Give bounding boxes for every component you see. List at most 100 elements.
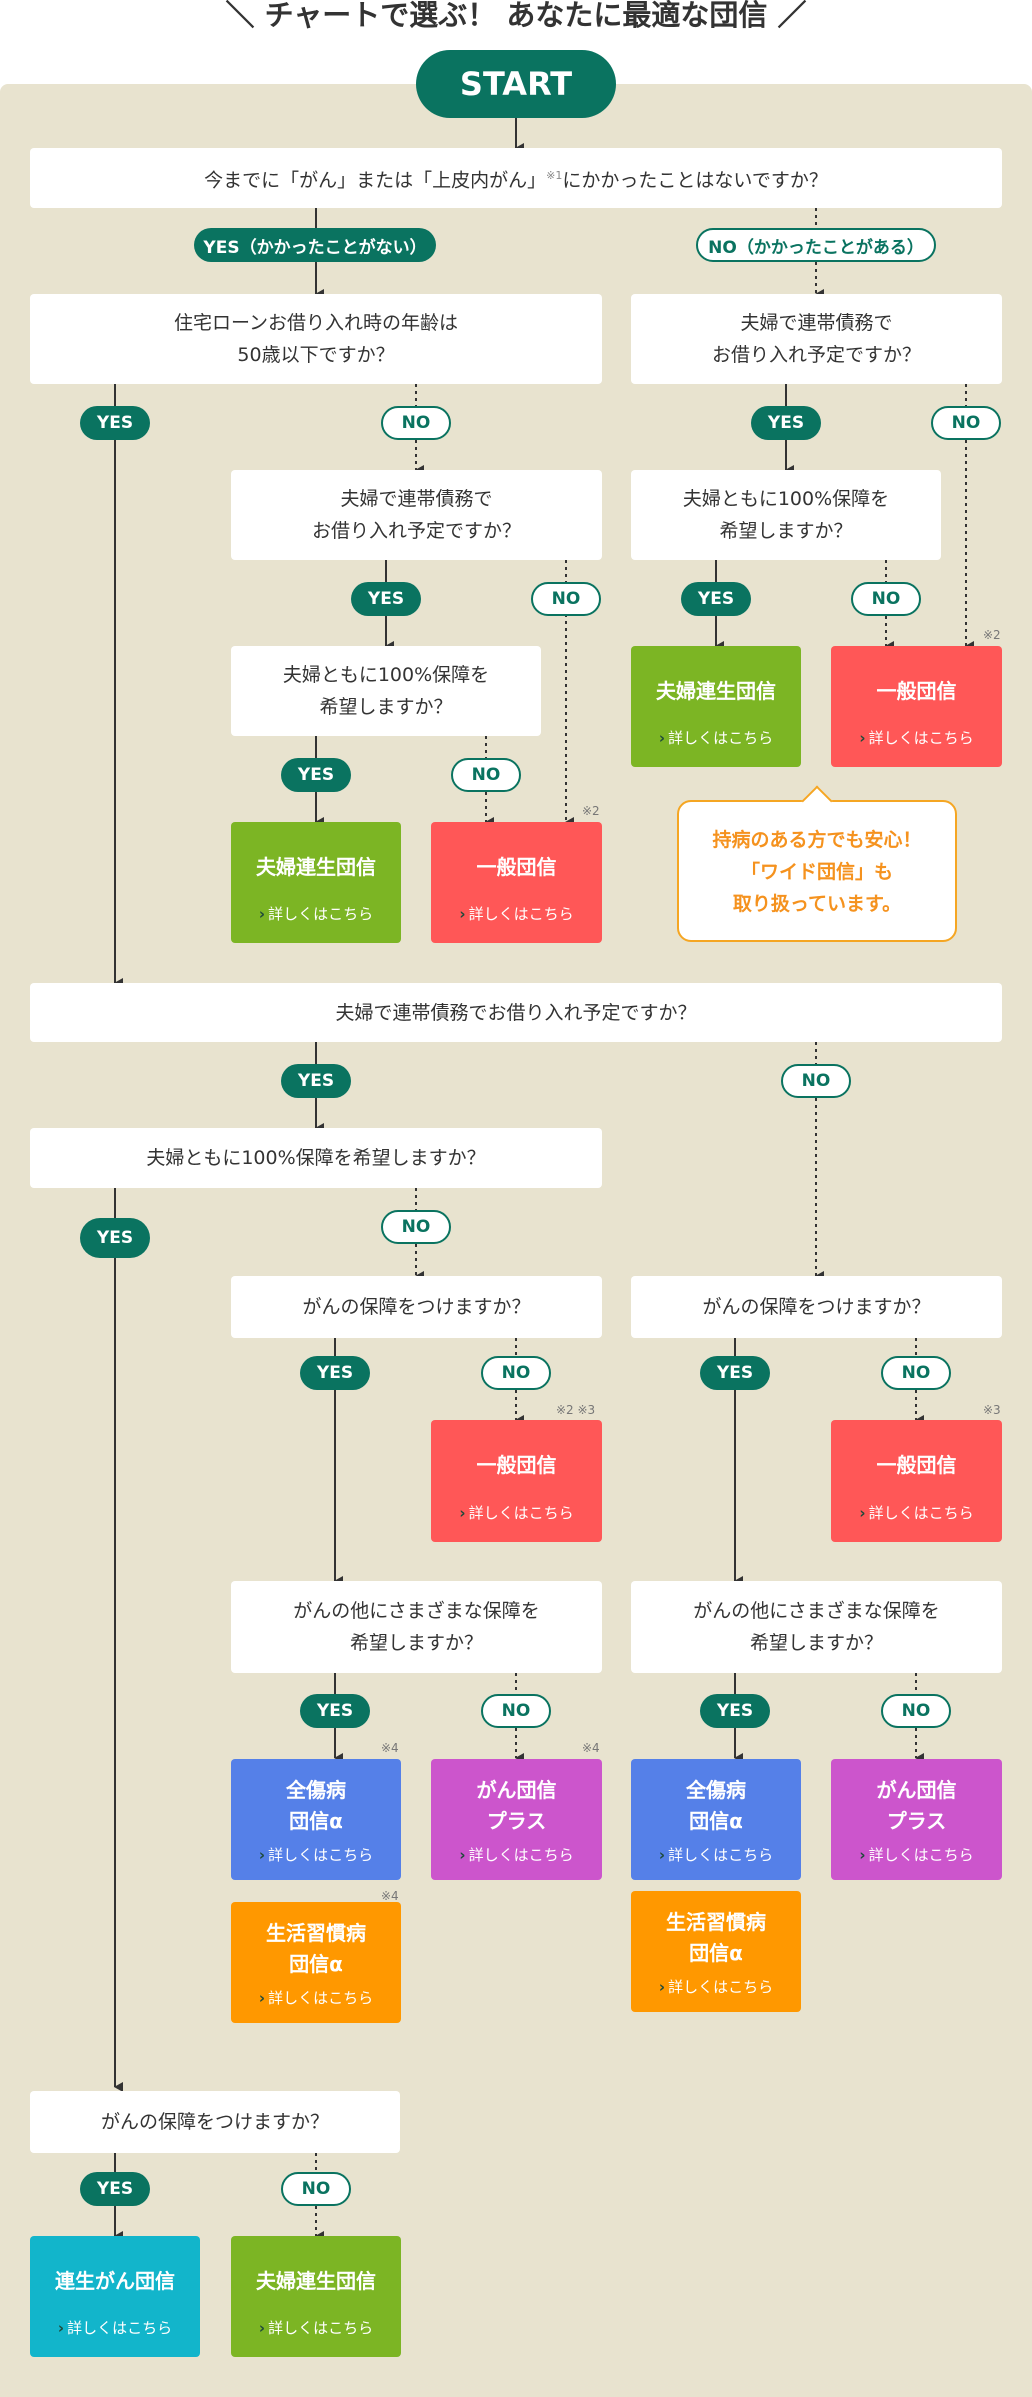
question-other-coverage: がんの他にさまざまな保障を 希望しますか？ (231, 1581, 602, 1673)
yes-label: YES (681, 582, 751, 616)
result-title: 連生がん団信 (55, 2269, 175, 2293)
details-link[interactable]: ›詳しくはこちら (258, 1989, 374, 2007)
no-label: NO (381, 406, 451, 440)
start-node: START (416, 50, 616, 118)
chevron-right-icon: › (258, 2319, 266, 2337)
details-link[interactable]: ›詳しくはこちら (859, 729, 974, 747)
chevron-right-icon: › (258, 905, 266, 923)
result-seikatsu-alpha[interactable]: 生活習慣病 団信α ›詳しくはこちら (631, 1891, 801, 2012)
yes-label: YES (281, 758, 351, 792)
details-link[interactable]: ›詳しくはこちら (658, 1846, 774, 1864)
question-full-coverage: 夫婦ともに100%保障を 希望しますか？ (631, 470, 941, 560)
footnote-mark: ※1 (546, 168, 563, 182)
yes-label: YES (281, 1064, 351, 1098)
details-link[interactable]: ›詳しくはこちら (859, 1504, 974, 1522)
footnote-mark: ※4 (381, 1741, 399, 1755)
result-title: 生活習慣病 団信α (666, 1910, 766, 1965)
details-link[interactable]: ›詳しくはこちら (258, 905, 374, 923)
result-title: 全傷病 団信α (286, 1778, 346, 1833)
result-title: 一般団信 (876, 679, 957, 703)
question-text-tail: にかかったことはないですか？ (562, 169, 828, 192)
result-title: がん団信 プラス (876, 1778, 957, 1833)
result-gan-plus[interactable]: がん団信 プラス ›詳しくはこちら (431, 1759, 602, 1880)
details-link[interactable]: ›詳しくはこちら (658, 1978, 774, 1996)
question-other-coverage: がんの他にさまざまな保障を 希望しますか？ (631, 1581, 1002, 1673)
question-text: 今までに「がん」または「上皮内がん」 (204, 169, 547, 192)
result-ippan[interactable]: 一般団信 ›詳しくはこちら (431, 1420, 602, 1542)
question-joint-debt: 夫婦で連帯債務で お借り入れ予定ですか？ (231, 470, 602, 560)
result-fusai-rensei[interactable]: 夫婦連生団信 ›詳しくはこちら (631, 646, 801, 767)
details-link[interactable]: ›詳しくはこちら (459, 1846, 574, 1864)
yes-label: YES (751, 406, 821, 440)
yes-label: YES (700, 1694, 770, 1728)
chevron-right-icon: › (258, 1846, 266, 1864)
result-fusai-rensei[interactable]: 夫婦連生団信 ›詳しくはこちら (231, 822, 401, 943)
question-cancer-coverage: がんの保障をつけますか？ (231, 1276, 602, 1338)
footnote-mark: ※4 (582, 1741, 600, 1755)
chevron-right-icon: › (459, 905, 466, 923)
chevron-right-icon: › (658, 729, 666, 747)
chevron-right-icon: › (859, 729, 866, 747)
yes-label: YES (351, 582, 421, 616)
details-link[interactable]: ›詳しくはこちら (459, 905, 574, 923)
result-ippan[interactable]: 一般団信 ›詳しくはこちら (831, 1420, 1002, 1542)
no-label: NO（かかったことがある） (696, 228, 936, 262)
result-ippan[interactable]: 一般団信 ›詳しくはこちら (431, 822, 602, 943)
footnote-mark: ※2 (582, 804, 600, 818)
no-label: NO (881, 1356, 951, 1390)
result-zenshobyo-alpha[interactable]: 全傷病 団信α ›詳しくはこちら (231, 1759, 401, 1880)
details-link[interactable]: ›詳しくはこちら (459, 1504, 574, 1522)
details-link[interactable]: ›詳しくはこちら (258, 2319, 374, 2337)
question-joint-debt: 夫婦で連帯債務で お借り入れ予定ですか？ (631, 294, 1002, 384)
result-title: 夫婦連生団信 (256, 2269, 376, 2293)
question-full-coverage: 夫婦ともに100%保障を希望しますか？ (30, 1128, 602, 1188)
details-link[interactable]: ›詳しくはこちら (859, 1846, 974, 1864)
result-fusai-rensei[interactable]: 夫婦連生団信 ›詳しくはこちら (231, 2236, 401, 2357)
question-age-50: 住宅ローンお借り入れ時の年齢は 50歳以下ですか？ (30, 294, 602, 384)
no-label: NO (481, 1356, 551, 1390)
chevron-right-icon: › (459, 1504, 466, 1522)
yes-label: YES (300, 1694, 370, 1728)
result-rensei-gan[interactable]: 連生がん団信 ›詳しくはこちら (30, 2236, 200, 2357)
chart-title: ＼ チャートで選ぶ！ あなたに最適な団信 ／ (225, 0, 807, 32)
result-zenshobyo-alpha[interactable]: 全傷病 団信α ›詳しくはこちら (631, 1759, 801, 1880)
question-cancer-coverage: がんの保障をつけますか？ (30, 2091, 400, 2153)
yes-label: YES (80, 1218, 150, 1258)
yes-label: YES（かかったことがない） (194, 228, 436, 262)
chevron-right-icon: › (258, 1989, 266, 2007)
chevron-right-icon: › (859, 1846, 866, 1864)
question-joint-debt: 夫婦で連帯債務でお借り入れ予定ですか？ (30, 983, 1002, 1042)
details-link[interactable]: ›詳しくはこちら (658, 729, 774, 747)
no-label: NO (851, 582, 921, 616)
no-label: NO (281, 2172, 351, 2206)
result-title: 夫婦連生団信 (256, 855, 376, 879)
details-link[interactable]: ›詳しくはこちら (258, 1846, 374, 1864)
question-cancer-history: 今までに「がん」または「上皮内がん」※1にかかったことはないですか？ (30, 148, 1002, 208)
chevron-right-icon: › (459, 1846, 466, 1864)
footnote-mark: ※3 (983, 1403, 1001, 1417)
result-ippan[interactable]: 一般団信 ›詳しくはこちら (831, 646, 1002, 767)
yes-label: YES (80, 2172, 150, 2206)
callout-text: 持病のある方でも安心！ 「ワイド団信」も 取り扱っています。 (712, 829, 922, 915)
chevron-right-icon: › (658, 1978, 666, 1996)
result-title: がん団信 プラス (476, 1778, 557, 1833)
footnote-mark: ※4 (381, 1889, 399, 1903)
details-link[interactable]: ›詳しくはこちら (57, 2319, 173, 2337)
question-full-coverage: 夫婦ともに100%保障を 希望しますか？ (231, 646, 541, 736)
flowchart-panel (0, 84, 1032, 2397)
result-seikatsu-alpha[interactable]: 生活習慣病 団信α ›詳しくはこちら (231, 1902, 401, 2023)
result-title: 一般団信 (876, 1453, 957, 1477)
no-label: NO (531, 582, 601, 616)
chevron-right-icon: › (57, 2319, 65, 2337)
no-label: NO (451, 758, 521, 792)
result-gan-plus[interactable]: がん団信 プラス ›詳しくはこちら (831, 1759, 1002, 1880)
no-label: NO (931, 406, 1001, 440)
yes-label: YES (80, 406, 150, 440)
result-title: 生活習慣病 団信α (266, 1921, 366, 1976)
question-cancer-coverage: がんの保障をつけますか？ (631, 1276, 1002, 1338)
result-title: 一般団信 (476, 1453, 557, 1477)
chevron-right-icon: › (859, 1504, 866, 1522)
result-title: 一般団信 (476, 855, 557, 879)
no-label: NO (781, 1064, 851, 1098)
